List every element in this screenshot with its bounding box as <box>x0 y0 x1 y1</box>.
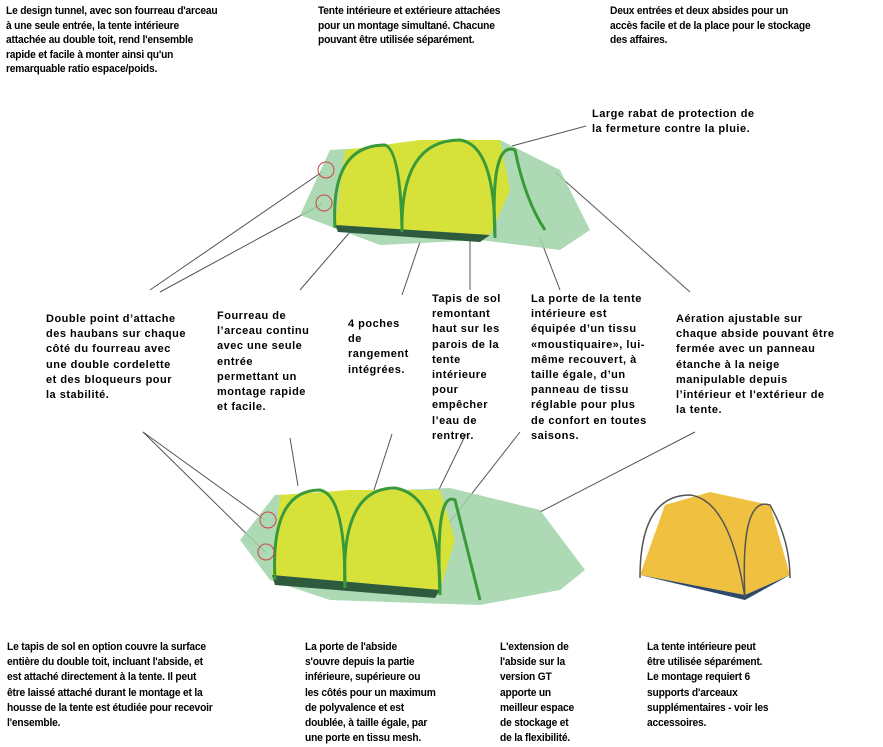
note-guy-points: Double point d’attache des haubans sur c… <box>46 313 186 402</box>
note-two-entrances: Deux entrées et deux absides pour un acc… <box>610 5 811 46</box>
note-vestibule-door: La porte de l'abside s'ouvre depuis la p… <box>305 641 436 745</box>
note-pockets: 4 poches de rangement intégrées. <box>348 318 409 376</box>
note-bathtub-floor: Tapis de sol remontant haut sur les paro… <box>432 293 501 442</box>
note-pole-sleeve: Fourreau de l’arceau continu avec une se… <box>217 310 310 414</box>
tent-top-illustration <box>300 138 590 250</box>
inner-tent-illustration <box>639 492 791 600</box>
note-rain-flap: Large rabat de protection de la fermetur… <box>592 108 755 136</box>
note-tunnel-design: Le design tunnel, avec son fourreau d'ar… <box>6 5 218 75</box>
note-ventilation: Aération ajustable sur chaque abside pou… <box>676 313 835 417</box>
tent-gt-illustration <box>240 486 585 605</box>
note-footprint: Le tapis de sol en option couvre la surf… <box>7 641 213 730</box>
note-inner-door: La porte de la tente intérieure est équi… <box>531 293 647 442</box>
note-gt-extension: L'extension de l'abside sur la version G… <box>500 641 574 745</box>
note-inner-standalone: La tente intérieure peut être utilisée s… <box>647 641 769 730</box>
note-attached-inner-outer: Tente intérieure et extérieure attachées… <box>318 5 501 46</box>
